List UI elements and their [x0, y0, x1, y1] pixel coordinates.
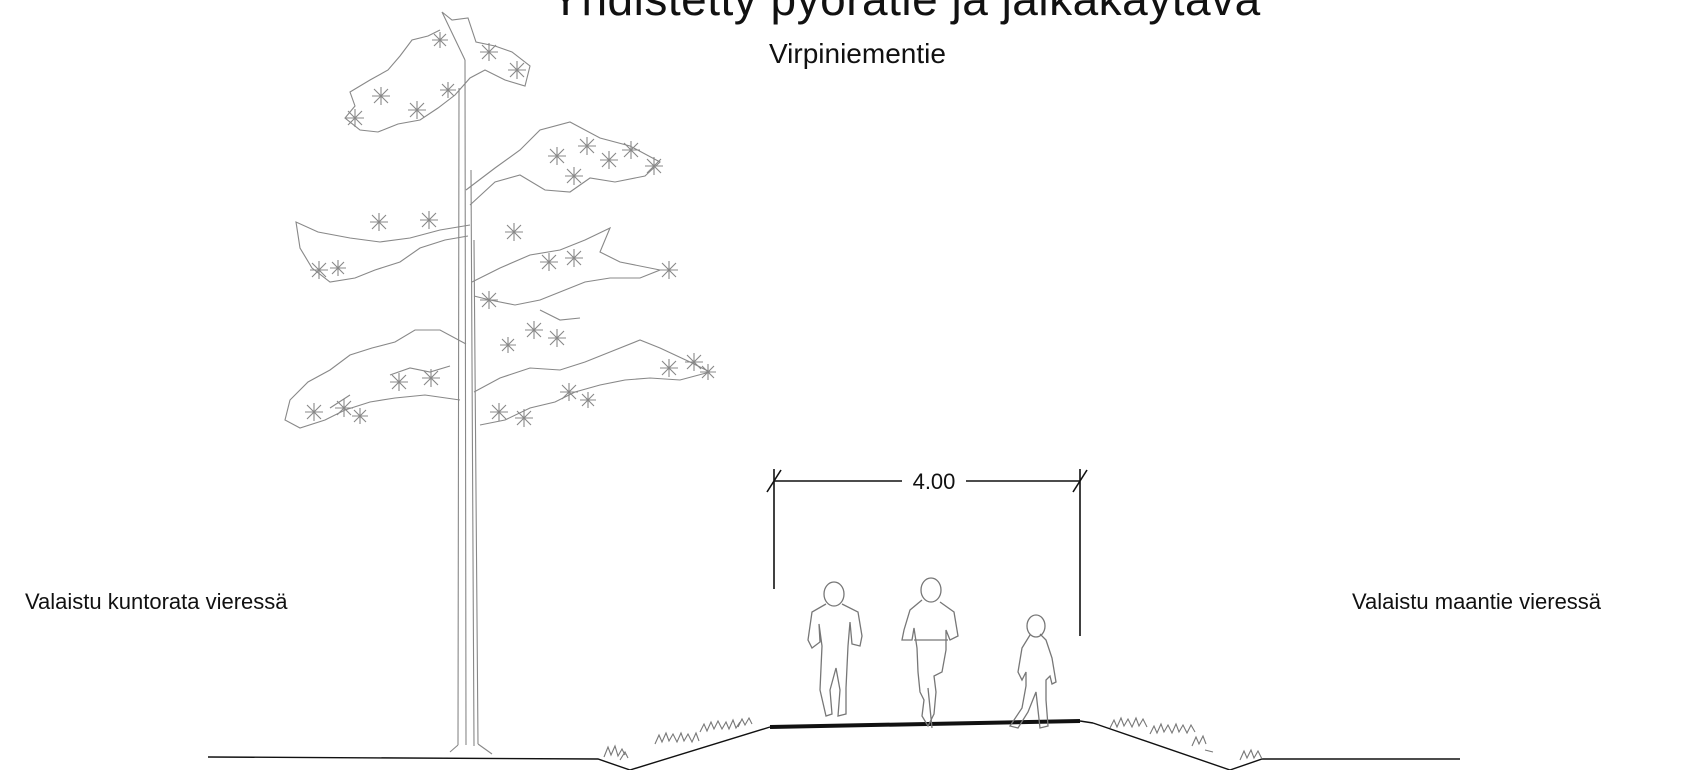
dimension-tick-left [766, 469, 782, 493]
drawing-subtitle: Virpiniementie [769, 38, 946, 69]
tree-branch-3 [471, 226, 662, 306]
pine-needle-clusters [305, 32, 716, 427]
path-surface [769, 719, 1081, 729]
left-side-label: Valaistu kuntorata vieressä [25, 589, 288, 614]
people-figures [807, 577, 1057, 729]
tree-branch-1 [465, 121, 661, 206]
drawing-title-text: Yhdistetty pyörätie ja jalkakäytävä [550, 0, 1260, 25]
walker-figure-icon [1008, 614, 1057, 729]
dimension-tick-right [1072, 469, 1088, 493]
cyclist-figure-icon [901, 577, 959, 729]
pine-tree-icon [284, 11, 712, 755]
verge-right [1079, 720, 1094, 724]
drawing-title: Yhdistetty pyörätie ja jalkakäytävä [0, 0, 1695, 26]
tree-crown-top [344, 11, 531, 133]
tree-branch-6 [329, 309, 581, 409]
width-dimension [766, 469, 1088, 636]
grass-tufts [603, 716, 1263, 761]
right-side-label: Valaistu maantie vieressä [1352, 589, 1602, 614]
tree-branch-4 [284, 329, 467, 429]
ground-profile [207, 719, 1460, 770]
jogger-figure-icon [807, 581, 863, 717]
tree-trunk [449, 59, 493, 755]
tree-branch-2 [295, 221, 471, 283]
tree-branch-5 [473, 339, 712, 426]
ground-line [207, 722, 1460, 770]
dimension-value: 4.00 [913, 469, 956, 494]
